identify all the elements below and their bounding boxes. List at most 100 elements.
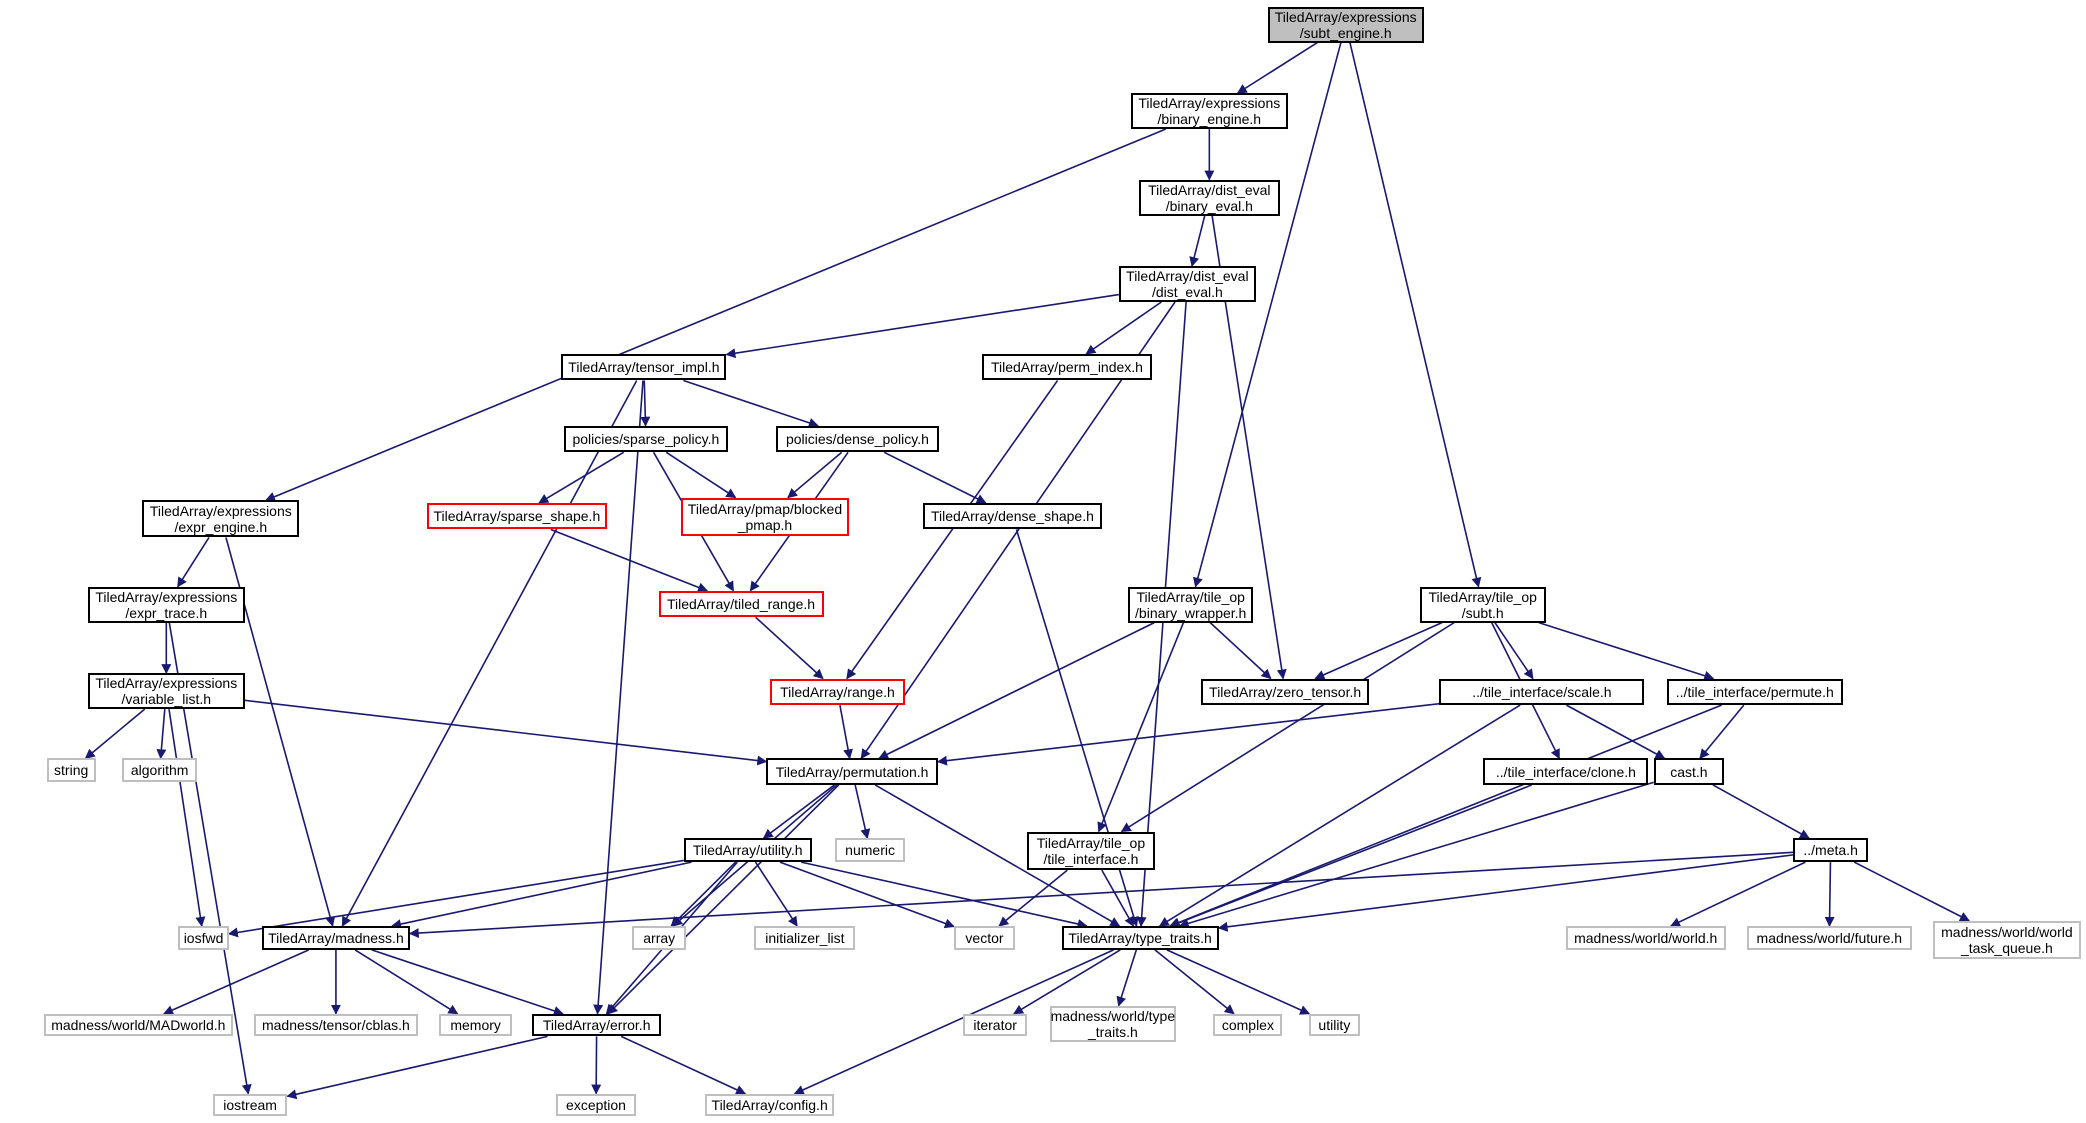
node-sparse-shape[interactable]: TiledArray/sparse_shape.h: [427, 502, 607, 530]
edge-scale-h-to-type-traits: [1158, 704, 1521, 927]
node-binary-engine[interactable]: TiledArray/expressions /binary_engine.h: [1130, 93, 1288, 130]
edge-type-traits-to-iterator: [1013, 949, 1121, 1015]
node-label: madness/world/MADworld.h: [51, 1017, 226, 1034]
edge-perm-index-to-range: [846, 380, 1059, 680]
node-permute-h[interactable]: ../tile_interface/permute.h: [1666, 678, 1843, 706]
node-pmap-blocked[interactable]: TiledArray/pmap/blocked _pmap.h: [681, 497, 849, 537]
node-label: TiledArray/tile_op /tile_interface.h: [1036, 834, 1146, 867]
node-label: TiledArray/perm_index.h: [990, 359, 1143, 376]
node-numeric[interactable]: numeric: [835, 838, 905, 863]
node-initializer-list[interactable]: initializer_list: [754, 925, 856, 950]
edge-subt-h-to-zero-tensor: [1314, 621, 1443, 680]
node-memory[interactable]: memory: [439, 1013, 513, 1037]
edge-tensor-impl-to-sparse-policy: [640, 380, 651, 427]
edge-sparse-shape-to-tiled-range: [550, 528, 708, 593]
node-label: madness/world/future.h: [1756, 929, 1903, 946]
node-scale-h[interactable]: ../tile_interface/scale.h: [1439, 678, 1645, 706]
node-world-h[interactable]: madness/world/world.h: [1565, 925, 1726, 950]
node-iosfwd[interactable]: iosfwd: [178, 925, 229, 950]
edge-root-to-binary-engine: [1236, 41, 1318, 94]
node-variable-list[interactable]: TiledArray/expressions /variable_list.h: [87, 673, 245, 710]
node-label: utility: [1318, 1017, 1351, 1034]
node-complex[interactable]: complex: [1213, 1013, 1283, 1037]
node-error-h[interactable]: TiledArray/error.h: [532, 1013, 662, 1037]
edge-tensor-impl-to-madness-h: [341, 380, 638, 927]
edge-dense-policy-to-dense-shape: [883, 451, 987, 504]
node-exception[interactable]: exception: [556, 1093, 636, 1117]
node-expr-engine[interactable]: TiledArray/expressions /expr_engine.h: [142, 500, 300, 538]
node-madness-h[interactable]: TiledArray/madness.h: [262, 925, 410, 950]
edge-variable-list-to-string: [84, 708, 146, 759]
node-world-task-queue[interactable]: madness/world/world _task_queue.h: [1933, 920, 2081, 960]
node-label: TiledArray/utility.h: [692, 842, 803, 859]
edge-utility-h-to-iosfwd: [227, 859, 684, 938]
node-clone-h[interactable]: ../tile_interface/clone.h: [1483, 758, 1649, 785]
node-madworld[interactable]: madness/world/MADworld.h: [43, 1013, 233, 1037]
node-label: iosfwd: [183, 929, 224, 946]
node-label: cast.h: [1670, 763, 1708, 780]
node-future-h[interactable]: madness/world/future.h: [1746, 925, 1912, 950]
node-dense-shape[interactable]: TiledArray/dense_shape.h: [923, 502, 1102, 530]
node-cast-h[interactable]: cast.h: [1653, 758, 1725, 785]
node-label: TiledArray/dist_eval /binary_eval.h: [1148, 181, 1271, 214]
node-label: string: [54, 762, 89, 779]
node-root[interactable]: TiledArray/expressions /subt_engine.h: [1267, 6, 1424, 43]
node-dist-eval[interactable]: TiledArray/dist_eval /dist_eval.h: [1118, 266, 1256, 302]
edge-scale-h-to-cast-h: [1566, 704, 1666, 760]
edge-permutation-to-numeric: [854, 784, 871, 840]
node-label: madness/world/world _task_queue.h: [1941, 923, 2073, 956]
node-tile-interface[interactable]: TiledArray/tile_op /tile_interface.h: [1027, 831, 1155, 871]
node-expr-trace[interactable]: TiledArray/expressions /expr_trace.h: [87, 586, 245, 623]
edge-subt-h-to-tile-interface: [1120, 621, 1455, 833]
node-array[interactable]: array: [631, 925, 687, 950]
edge-binary-eval-to-dist-eval: [1189, 215, 1206, 268]
node-sparse-policy[interactable]: policies/sparse_policy.h: [564, 425, 728, 453]
node-label: policies/dense_policy.h: [785, 431, 929, 448]
node-label: ../meta.h: [1803, 842, 1858, 859]
node-vector[interactable]: vector: [953, 925, 1016, 950]
node-perm-index[interactable]: TiledArray/perm_index.h: [981, 353, 1153, 381]
node-config-h[interactable]: TiledArray/config.h: [705, 1093, 835, 1117]
node-cblas[interactable]: madness/tensor/cblas.h: [254, 1013, 418, 1037]
node-label: TiledArray/permutation.h: [775, 763, 929, 780]
node-iostream[interactable]: iostream: [212, 1093, 288, 1117]
edge-madness-h-to-memory: [354, 949, 459, 1015]
edge-permute-h-to-type-traits: [1169, 704, 1722, 928]
edge-permutation-to-utility-h: [762, 784, 835, 839]
edge-permute-h-to-cast-h: [1699, 704, 1745, 760]
edge-meta-h-to-world-h: [1670, 861, 1806, 927]
node-utility-h[interactable]: TiledArray/utility.h: [683, 838, 812, 863]
node-permutation[interactable]: TiledArray/permutation.h: [766, 758, 938, 785]
edge-permutation-to-type-traits: [874, 784, 1121, 927]
node-string[interactable]: string: [46, 758, 96, 783]
edge-cast-h-to-meta-h: [1712, 784, 1810, 839]
node-subt-h[interactable]: TiledArray/tile_op /subt.h: [1419, 586, 1546, 623]
edge-variable-list-to-permutation: [244, 699, 768, 766]
node-zero-tensor[interactable]: TiledArray/zero_tensor.h: [1201, 678, 1369, 706]
node-iterator[interactable]: iterator: [963, 1013, 1028, 1037]
node-range[interactable]: TiledArray/range.h: [770, 678, 905, 706]
node-utility[interactable]: utility: [1309, 1013, 1360, 1037]
edge-utility-h-to-array: [670, 861, 737, 927]
edge-meta-h-to-madness-h: [408, 851, 1794, 939]
node-label: TiledArray/pmap/blocked _pmap.h: [687, 500, 843, 533]
node-tiled-range[interactable]: TiledArray/tiled_range.h: [658, 590, 824, 618]
node-tensor-impl[interactable]: TiledArray/tensor_impl.h: [561, 353, 727, 381]
edge-dense-policy-to-pmap-blocked: [787, 451, 843, 499]
edge-sparse-policy-to-sparse-shape: [538, 451, 625, 504]
node-dense-policy[interactable]: policies/dense_policy.h: [775, 425, 940, 453]
node-meta-h[interactable]: ../meta.h: [1793, 838, 1868, 863]
node-binary-eval[interactable]: TiledArray/dist_eval /binary_eval.h: [1138, 179, 1280, 216]
node-type-traits[interactable]: TiledArray/type_traits.h: [1061, 925, 1219, 950]
node-binary-wrapper[interactable]: TiledArray/tile_op /binary_wrapper.h: [1128, 586, 1254, 623]
edge-type-traits-to-madness-type-traits: [1116, 949, 1138, 1007]
edge-tensor-impl-to-error-h: [593, 380, 644, 1015]
edge-range-to-permutation: [839, 704, 853, 760]
node-madness-type-traits[interactable]: madness/world/type _traits.h: [1049, 1005, 1177, 1042]
node-label: vector: [965, 929, 1004, 946]
node-algorithm[interactable]: algorithm: [122, 758, 197, 783]
node-label: madness/tensor/cblas.h: [261, 1017, 410, 1034]
edge-variable-list-to-iosfwd: [168, 708, 206, 927]
edge-sparse-policy-to-pmap-blocked: [665, 451, 737, 499]
